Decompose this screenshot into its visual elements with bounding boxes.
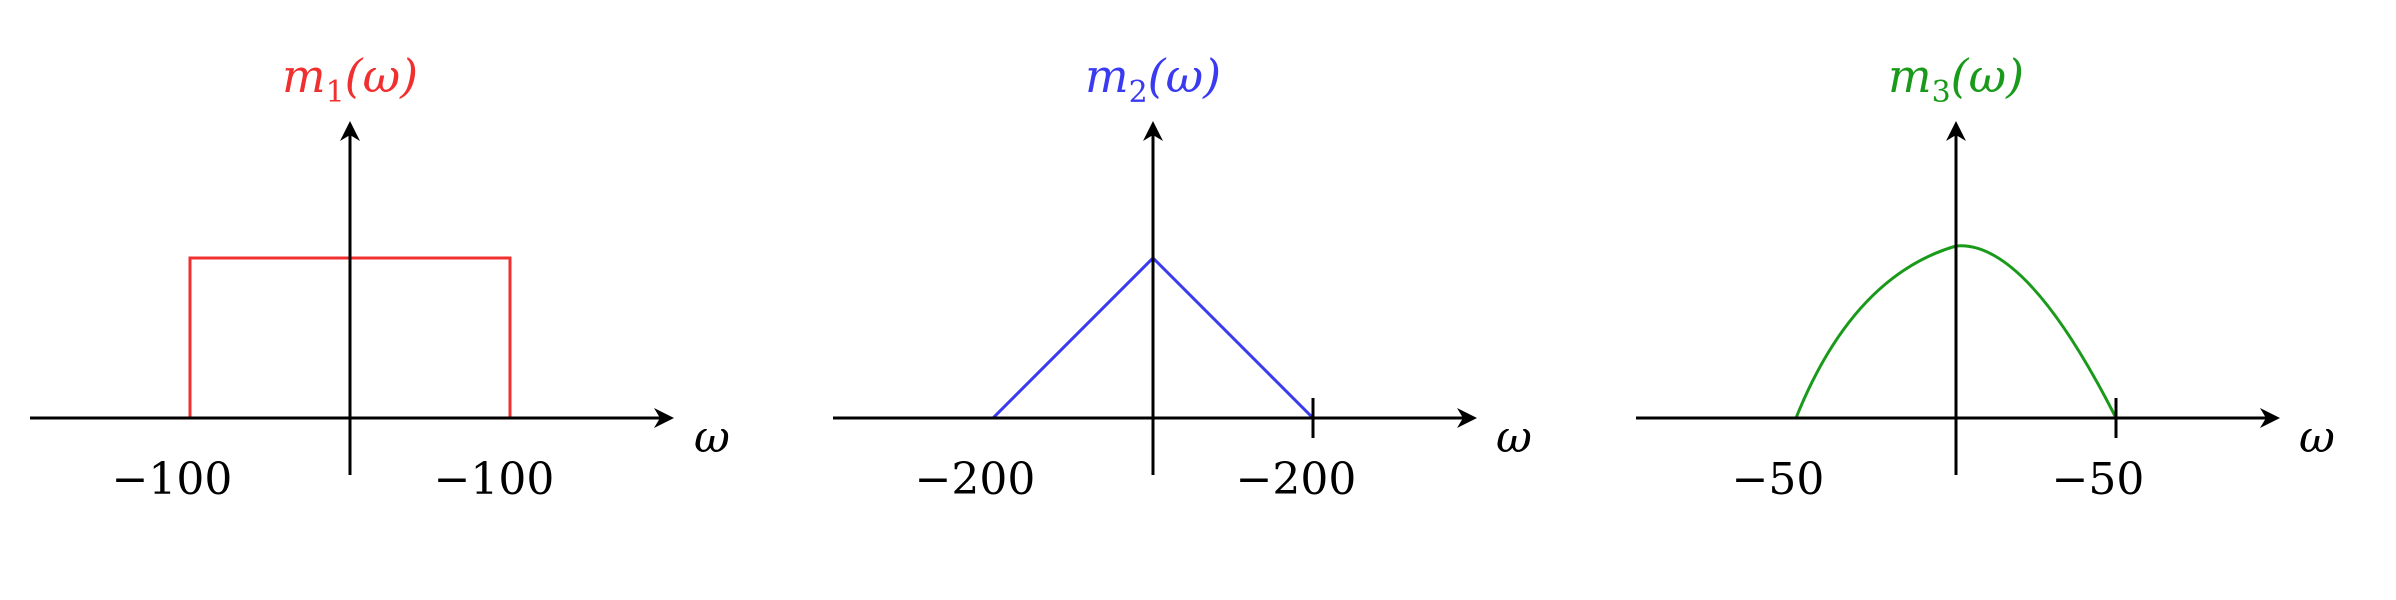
m2-title: m2(ω)	[1085, 49, 1221, 110]
m2-tick-label-right: −200	[1236, 454, 1357, 505]
m1-title: m1(ω)	[282, 49, 418, 110]
m1-x-label: ω	[694, 412, 730, 463]
m1-tick-label-right: −100	[434, 454, 555, 505]
m1-tick-label-left: −100	[112, 454, 233, 505]
m3-x-label: ω	[2299, 412, 2335, 463]
m3-curve	[1636, 244, 2267, 420]
m3-title: m3(ω)	[1888, 49, 2024, 110]
m3-tick-label-left: −50	[1732, 454, 1825, 505]
panel-m1: m1(ω) ω −100 −100	[30, 49, 730, 505]
m1-curve	[30, 256, 662, 420]
m2-tick-label-left: −200	[915, 454, 1036, 505]
m2-x-label: ω	[1496, 412, 1532, 463]
panel-m3: m3(ω) ω −50 −50	[1636, 49, 2335, 505]
m2-curve	[833, 255, 1464, 420]
m3-tick-label-right: −50	[2052, 454, 2145, 505]
panel-m2: m2(ω) ω −200 −200	[833, 49, 1532, 505]
